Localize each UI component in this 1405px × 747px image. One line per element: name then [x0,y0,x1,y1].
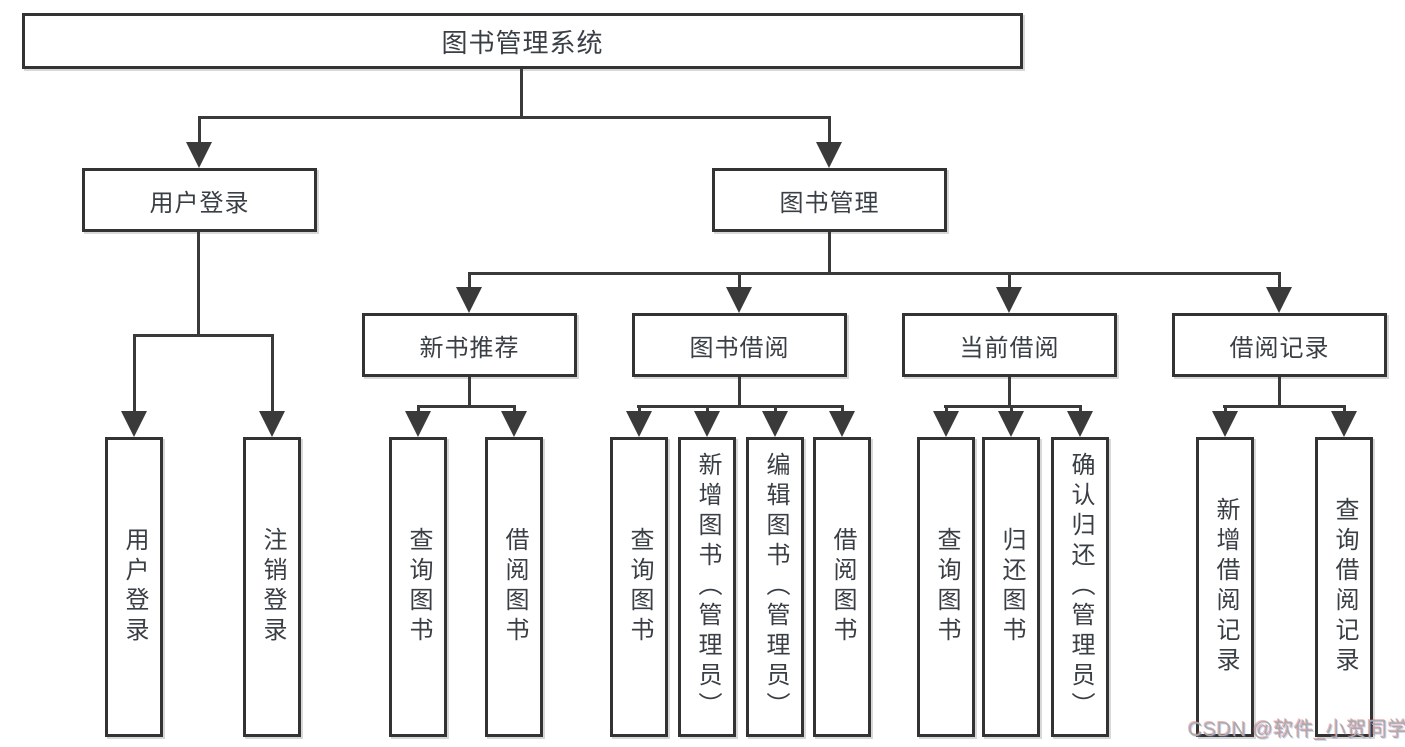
arrow-to-leaf-borrow-book-2 [829,405,855,437]
connector-current-borrow-branch [944,405,1082,408]
leaf-confirm-return-admin: 确认归还（管理员） [1051,437,1109,737]
connector-new-book-recommend-branch [417,405,516,408]
node-book-management: 图书管理 [712,168,947,232]
connector-new-book-recommend-stem [468,377,471,407]
node-user-login: 用户登录 [82,168,317,232]
leaf-query-borrow-record: 查询借阅记录 [1315,437,1373,737]
arrow-to-current-borrow [996,272,1022,313]
arrow-to-leaf-logout [259,334,285,437]
arrow-to-book-borrow [726,272,752,313]
arrow-to-book-management [816,116,842,168]
leaf-label: 查询图书 [933,527,960,647]
node-label: 用户登录 [149,189,250,217]
node-label: 借阅记录 [1229,334,1330,362]
leaf-query-book-3: 查询图书 [917,437,975,737]
node-book-borrow: 图书借阅 [632,313,847,377]
connector-borrow-records-stem [1278,377,1281,407]
connector-level3-branch [468,272,1281,275]
leaf-logout: 注销登录 [243,437,301,737]
arrow-to-leaf-add-borrow-record [1212,405,1238,437]
csdn-watermark: CSDN @软件_小贺同学 [1188,719,1405,741]
node-new-book-recommend: 新书推荐 [362,313,577,377]
node-label: 图书管理系统 [441,27,604,58]
connector-level1-branch [198,116,831,119]
connector-book-management-stem [828,232,831,274]
connector-user-login-stem [197,232,200,336]
node-label: 当前借阅 [959,334,1060,362]
arrow-to-new-book-recommend [456,272,482,313]
leaf-edit-book-admin: 编辑图书（管理员） [746,437,804,737]
arrow-to-leaf-return-book [998,405,1024,437]
node-borrow-records: 借阅记录 [1172,313,1387,377]
connector-root-stem [520,69,523,117]
arrow-to-leaf-confirm-return [1067,405,1093,437]
leaf-label: 查询借阅记录 [1331,497,1358,677]
arrow-to-leaf-query-book-1 [405,405,431,437]
leaf-borrow-book-2: 借阅图书 [813,437,871,737]
arrow-to-borrow-records [1266,272,1292,313]
arrow-to-leaf-query-book-3 [933,405,959,437]
connector-book-borrow-branch [637,405,844,408]
node-label: 图书借阅 [689,334,790,362]
leaf-label: 用户登录 [121,527,148,647]
connector-book-borrow-stem [738,377,741,407]
arrow-to-leaf-edit-book [762,405,788,437]
node-library-management-system: 图书管理系统 [22,13,1023,69]
arrow-to-leaf-borrow-book-1 [501,405,527,437]
leaf-label: 编辑图书（管理员） [762,452,789,722]
leaf-label: 新增借阅记录 [1212,497,1239,677]
arrow-to-user-login [186,116,212,168]
arrow-to-leaf-query-book-2 [626,405,652,437]
leaf-label: 借阅图书 [829,527,856,647]
connector-user-login-branch [133,334,274,337]
node-label: 新书推荐 [419,334,520,362]
arrow-to-leaf-query-borrow-record [1331,405,1357,437]
leaf-label: 注销登录 [259,527,286,647]
leaf-user-login: 用户登录 [105,437,163,737]
leaf-add-book-admin: 新增图书（管理员） [678,437,736,737]
leaf-add-borrow-record: 新增借阅记录 [1196,437,1254,737]
leaf-label: 查询图书 [626,527,653,647]
leaf-query-book-1: 查询图书 [389,437,447,737]
leaf-label: 借阅图书 [501,527,528,647]
connector-borrow-records-branch [1223,405,1346,408]
leaf-label: 归还图书 [998,527,1025,647]
leaf-label: 查询图书 [405,527,432,647]
leaf-label: 新增图书（管理员） [694,452,721,722]
leaf-query-book-2: 查询图书 [610,437,668,737]
node-current-borrow: 当前借阅 [902,313,1117,377]
leaf-borrow-book-1: 借阅图书 [485,437,543,737]
leaf-label: 确认归还（管理员） [1067,452,1094,722]
leaf-return-book: 归还图书 [982,437,1040,737]
node-label: 图书管理 [779,189,880,217]
arrow-to-leaf-user-login [121,334,147,437]
arrow-to-leaf-add-book [694,405,720,437]
connector-current-borrow-stem [1008,377,1011,407]
